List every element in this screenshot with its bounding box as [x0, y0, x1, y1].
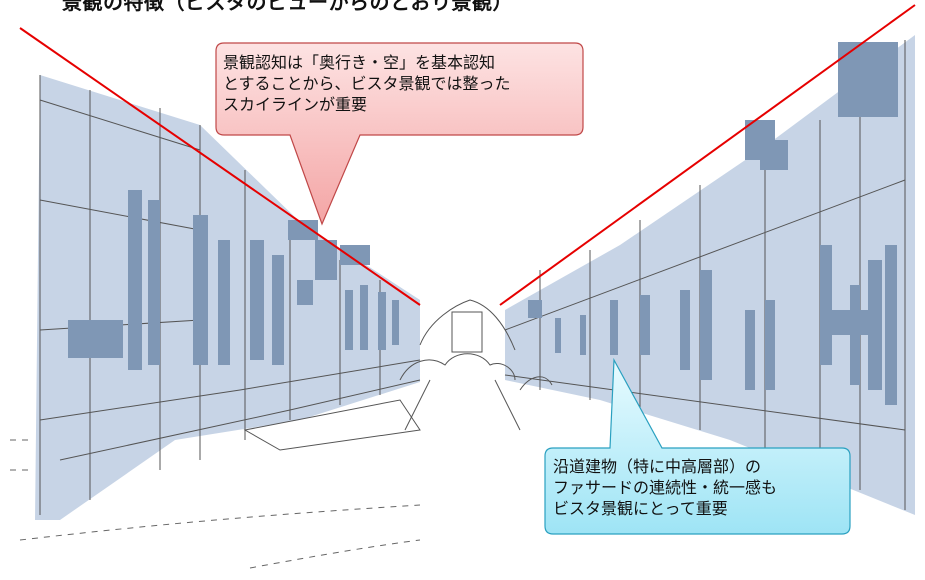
distant-tower — [451, 311, 483, 353]
left-dark-windows — [68, 190, 399, 370]
road-edges — [404, 379, 521, 431]
left-facade-band — [35, 75, 421, 520]
ground-dashes — [10, 439, 421, 569]
tree-right — [519, 376, 553, 391]
callout-bottom-line: 沿道建物（特に中高層部）の — [553, 457, 762, 476]
callout-bottom-bubble — [544, 357, 851, 535]
right-facade-band — [504, 35, 915, 515]
callout-top-line: 景観認知は「奥行き・空」を基本認知 — [223, 53, 496, 72]
title-main: 景観の特徴 — [62, 0, 165, 14]
distant-hill — [419, 299, 516, 351]
right-dark-windows — [528, 42, 898, 405]
callout-top-bubble — [215, 42, 584, 226]
callout-bottom-line: ビスタ景観にとって重要 — [553, 499, 728, 518]
skyline-line-right — [499, 4, 916, 306]
left-building-outlines — [39, 75, 421, 515]
callout-top-line: とすることから、ビスタ景観では整った — [223, 74, 511, 93]
skyline-line-left — [19, 27, 421, 306]
trees — [399, 353, 516, 381]
callout-bottom-text: 沿道建物（特に中高層部）の ファサードの連続性・統一感も ビスタ景観にとって重要 — [553, 456, 853, 519]
title-sub: （ビスタのビューからのとおり景観） — [164, 0, 513, 14]
central-vista — [243, 299, 553, 451]
callout-top-text: 景観認知は「奥行き・空」を基本認知 とすることから、ビスタ景観では整った スカイ… — [223, 52, 575, 115]
page-title: 景観の特徴（ビスタのビューからのとおり景観） — [62, 0, 513, 15]
callout-bottom-line: ファサードの連続性・統一感も — [553, 478, 778, 497]
median-strip — [243, 399, 421, 451]
callout-top-line: スカイラインが重要 — [223, 95, 368, 114]
right-building-outlines — [504, 40, 906, 510]
